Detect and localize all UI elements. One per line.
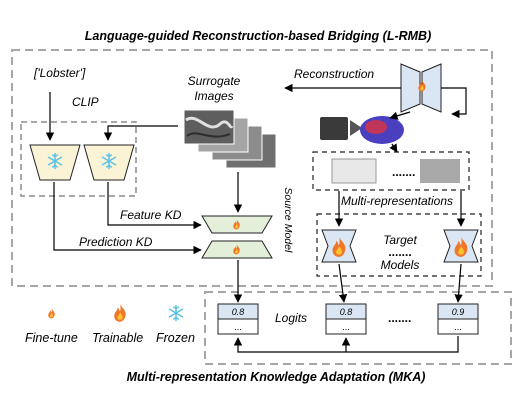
input-image-thumb xyxy=(320,117,348,140)
logits-label: Logits xyxy=(275,311,307,325)
multi-repr-label: Multi-representations xyxy=(341,194,453,208)
prediction-kd-label: Prediction KD xyxy=(79,235,153,249)
logits-dots: ....... xyxy=(388,311,411,325)
arrows xyxy=(45,83,467,353)
snowflake-icon xyxy=(168,304,184,322)
camera-icon xyxy=(350,120,362,136)
legend-label-frozen: Frozen xyxy=(156,331,195,345)
logits-box-2: 0.8 ... xyxy=(325,303,367,335)
small-flame-icon xyxy=(48,308,55,319)
prompt-text: ['Lobster'] xyxy=(33,66,86,80)
surrogate-label-line2: Images xyxy=(194,89,233,103)
legend-label-finetune: Fine-tune xyxy=(25,331,78,345)
legend: Fine-tune Trainable Frozen xyxy=(25,304,195,345)
repr-dots: ....... xyxy=(392,165,415,179)
legend-label-trainable: Trainable xyxy=(92,331,143,345)
target-label-line1: Target xyxy=(383,233,417,247)
logit-more: ... xyxy=(342,322,350,332)
source-model-label-line1: Source xyxy=(282,187,294,220)
logit-value: 0.9 xyxy=(452,307,465,317)
lrmb-frame xyxy=(11,49,493,287)
repr-thumb-2 xyxy=(420,159,460,183)
logit-value: 0.8 xyxy=(232,307,245,317)
logit-value: 0.8 xyxy=(340,307,353,317)
flame-icon xyxy=(114,304,126,322)
source-model-label-line2: Model xyxy=(282,224,294,253)
surrogate-label-line1: Surrogate xyxy=(188,74,241,88)
mka-frame xyxy=(204,291,512,365)
logits-box-3: 0.9 ... xyxy=(437,303,479,335)
mka-title: Multi-representation Knowledge Adaptatio… xyxy=(127,370,426,384)
surrogate-images-stack xyxy=(183,109,277,169)
target-dots: ....... xyxy=(388,245,411,259)
logits-box-1: 0.8 ... xyxy=(217,303,259,335)
point-cloud-highlight xyxy=(365,120,387,134)
logit-more: ... xyxy=(234,322,242,332)
lrmb-title: Language-guided Reconstruction-based Bri… xyxy=(85,29,432,43)
logit-more: ... xyxy=(454,322,462,332)
feature-kd-label: Feature KD xyxy=(120,208,182,222)
clip-label: CLIP xyxy=(72,95,99,109)
reconstruction-model xyxy=(400,63,442,113)
multi-repr-frame xyxy=(312,151,470,191)
reconstruction-label: Reconstruction xyxy=(294,67,374,81)
target-label-line2: Models xyxy=(381,258,420,272)
clip-frame xyxy=(20,121,137,197)
target-models-frame xyxy=(316,213,482,277)
repr-thumb-1 xyxy=(331,158,377,184)
